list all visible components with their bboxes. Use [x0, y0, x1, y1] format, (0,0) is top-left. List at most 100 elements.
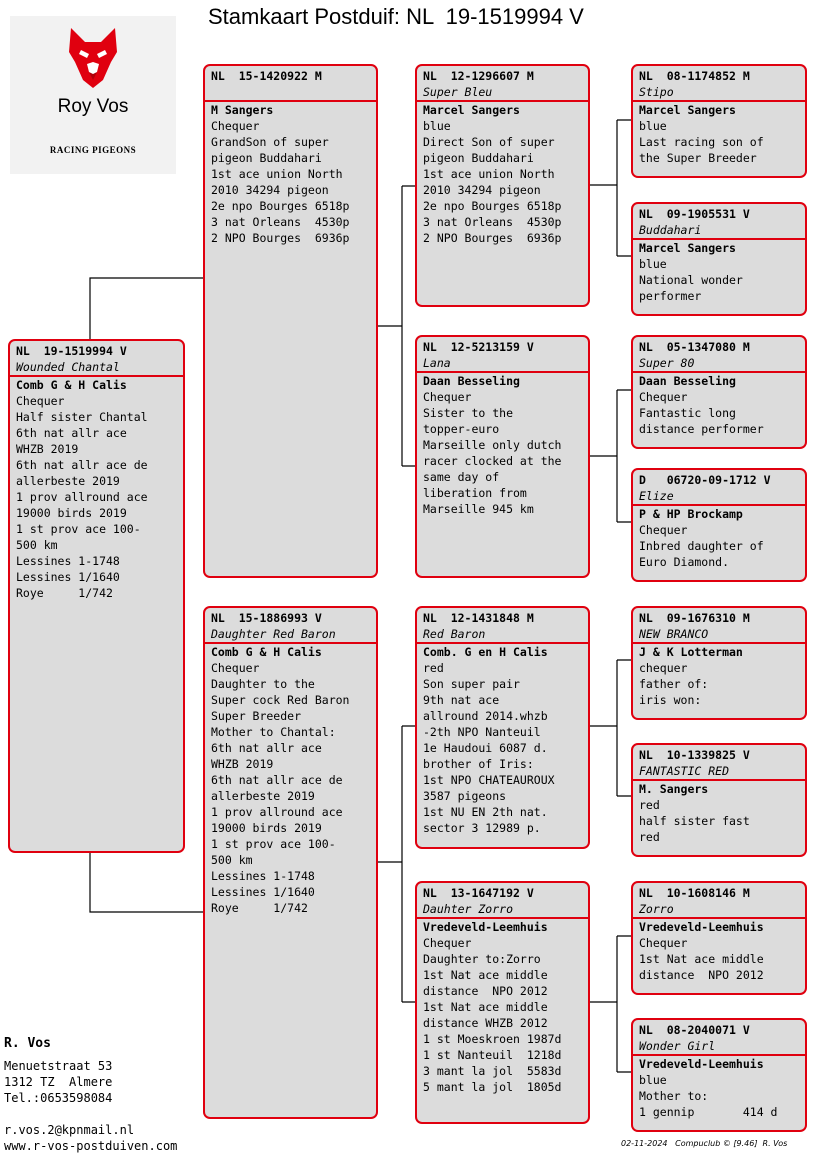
detail-line: 5 mant la jol 1805d: [423, 1080, 562, 1094]
detail-line: 3587 pigeons: [423, 789, 507, 803]
pigeon-name: Red Baron: [417, 626, 588, 644]
detail-line: distance NPO 2012: [639, 968, 764, 982]
owner-name: R. Vos: [4, 1036, 51, 1051]
detail-line: GrandSon of super: [211, 135, 329, 149]
detail-line: Roye 1/742: [16, 586, 113, 600]
detail-line: blue: [639, 1073, 667, 1087]
wolf-head-icon: [69, 28, 117, 88]
breeder-name: Vredeveld-Leemhuis: [639, 920, 764, 934]
pigeon-name: [205, 84, 376, 102]
detail-line: 1st ace union North: [423, 167, 555, 181]
ring-number: NL 05-1347080 M: [639, 340, 750, 354]
owner-street: Menuetstraat 53: [4, 1059, 113, 1073]
pigeon-name: Super 80: [633, 355, 805, 373]
detail-line: same day of: [423, 470, 500, 484]
detail-line: performer: [639, 289, 702, 303]
detail-line: Chequer: [423, 390, 472, 404]
detail-line: 6th nat allr ace: [211, 741, 322, 755]
breeder-name: Comb. G en H Calis: [423, 645, 548, 659]
detail-line: Euro Diamond.: [639, 555, 730, 569]
detail-line: 3 mant la jol 5583d: [423, 1064, 562, 1078]
breeder-name: M. Sangers: [639, 782, 709, 796]
ring-number: NL 15-1886993 V: [211, 611, 322, 625]
detail-line: Chequer: [16, 394, 65, 408]
detail-line: 6th nat allr ace de: [16, 458, 148, 472]
detail-line: Super Breeder: [211, 709, 302, 723]
detail-line: 1 prov allround ace: [211, 805, 343, 819]
detail-line: Fantastic long: [639, 406, 736, 420]
owner-email[interactable]: r.vos.2@kpnmail.nl: [4, 1123, 135, 1137]
detail-line: Super cock Red Baron: [211, 693, 350, 707]
breeder-name: Marcel Sangers: [639, 103, 736, 117]
detail-line: Sister to the: [423, 406, 514, 420]
pigeon-name: FANTASTIC RED: [633, 763, 805, 781]
detail-line: 19000 birds 2019: [211, 821, 322, 835]
detail-line: 1 gennip 414 d: [639, 1105, 778, 1119]
detail-line: 1 st prov ace 100-: [211, 837, 336, 851]
detail-line: 2e npo Bourges 6518p: [211, 199, 350, 213]
detail-line: 6th nat allr ace de: [211, 773, 343, 787]
pigeon-name: Dauhter Zorro: [417, 901, 588, 919]
detail-line: 1e Haudoui 6087 d.: [423, 741, 548, 755]
detail-line: Daughter to:Zorro: [423, 952, 541, 966]
detail-line: -2th NPO Nanteuil: [423, 725, 541, 739]
detail-line: racer clocked at the: [423, 454, 562, 468]
ring-number: NL 13-1647192 V: [423, 886, 534, 900]
detail-line: allerbeste 2019: [16, 474, 120, 488]
detail-line: Lessines 1-1748: [211, 869, 315, 883]
pigeon-name: Buddahari: [633, 222, 805, 240]
detail-line: 1 st Moeskroen 1987d: [423, 1032, 562, 1046]
detail-line: 1 prov allround ace: [16, 490, 148, 504]
detail-line: Chequer: [639, 390, 688, 404]
ring-number: NL 12-5213159 V: [423, 340, 534, 354]
breeder-name: M Sangers: [211, 103, 274, 117]
breeder-name: Marcel Sangers: [639, 241, 736, 255]
detail-line: National wonder: [639, 273, 743, 287]
pigeon-name: Stipo: [633, 84, 805, 102]
pigeon-name: Wounded Chantal: [10, 359, 183, 377]
ring-number: NL 08-2040071 V: [639, 1023, 750, 1037]
ring-number: NL 19-1519994 V: [16, 344, 127, 358]
detail-line: Inbred daughter of: [639, 539, 764, 553]
detail-line: Chequer: [639, 936, 688, 950]
detail-line: Direct Son of super: [423, 135, 555, 149]
detail-line: 2010 34294 pigeon: [211, 183, 329, 197]
detail-line: the Super Breeder: [639, 151, 757, 165]
page-title: Stamkaart Postduif: NL 19-1519994 V: [208, 4, 584, 29]
footer-credit: 02-11-2024 Compuclub © [9.46] R. Vos: [621, 1139, 788, 1148]
ring-number: NL 12-1296607 M: [423, 69, 534, 83]
detail-line: Lessines 1-1748: [16, 554, 120, 568]
detail-line: iris won:: [639, 693, 702, 707]
detail-line: red: [639, 830, 660, 844]
detail-line: blue: [639, 257, 667, 271]
pigeon-name: Zorro: [633, 901, 805, 919]
breeder-name: Comb G & H Calis: [16, 378, 127, 392]
ring-number: D 06720-09-1712 V: [639, 473, 771, 487]
detail-line: red: [423, 661, 444, 675]
detail-line: 1 st prov ace 100-: [16, 522, 141, 536]
breeder-name: Marcel Sangers: [423, 103, 520, 117]
detail-line: allround 2014.whzb: [423, 709, 548, 723]
breeder-name: J & K Lotterman: [639, 645, 743, 659]
pigeon-name: Wonder Girl: [633, 1038, 805, 1056]
detail-line: red: [639, 798, 660, 812]
detail-line: Chequer: [639, 523, 688, 537]
detail-line: Lessines 1/1640: [16, 570, 120, 584]
detail-line: Mother to:: [639, 1089, 709, 1103]
breeder-name: Daan Besseling: [423, 374, 520, 388]
owner-city: 1312 TZ Almere: [4, 1075, 113, 1089]
detail-line: Marseille only dutch: [423, 438, 562, 452]
owner-website[interactable]: www.r-vos-postduiven.com: [4, 1139, 178, 1153]
